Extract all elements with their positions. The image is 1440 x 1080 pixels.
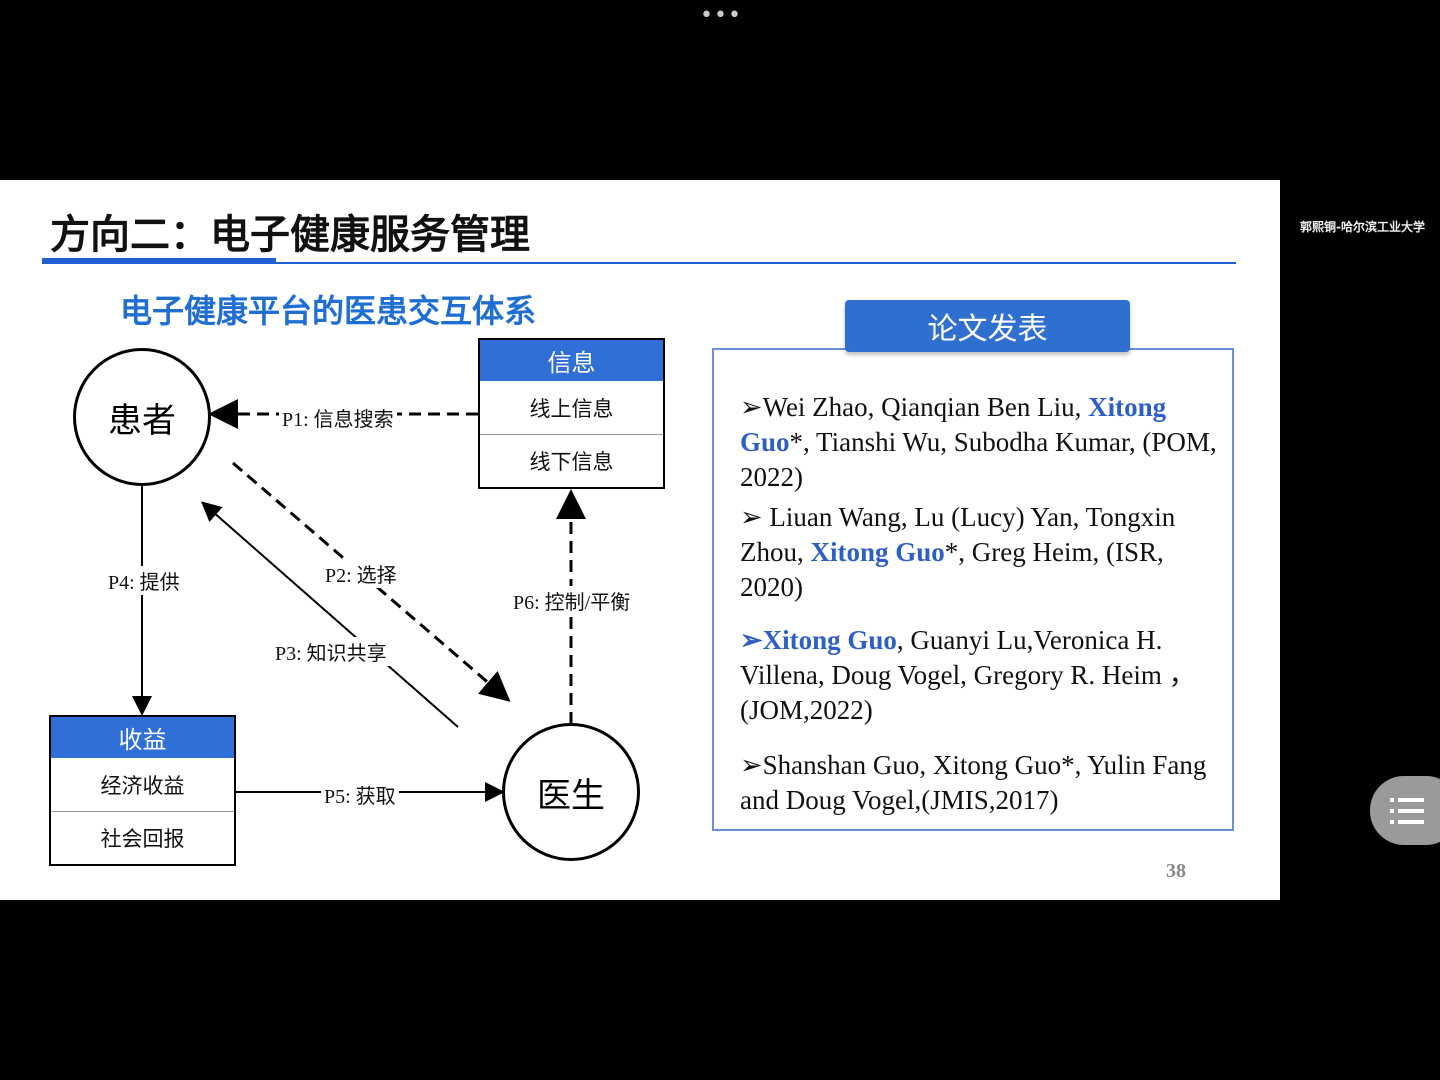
benefit-box: 收益 经济收益 社会回报 — [49, 715, 236, 866]
info-box: 信息 线上信息 线下信息 — [478, 338, 665, 489]
highlighted-author: ➢Xitong Guo — [740, 625, 897, 655]
label-p5: P5: 获取 — [321, 780, 399, 809]
label-p6: P6: 控制/平衡 — [510, 586, 634, 615]
publication-text: *, Tianshi Wu, Subodha Kumar, (POM, 2022… — [740, 427, 1217, 492]
presentation-slide: 方向二：电子健康服务管理 电子健康平台的医患交互体系 患者 医生 信息 线上信息… — [0, 180, 1280, 900]
publication-text: ➢ Liuan Wang, Lu (Lucy) Yan, Tongxin Zho… — [740, 502, 1176, 567]
patient-label: 患者 — [108, 400, 176, 441]
label-p2: P2: 选择 — [322, 559, 400, 588]
publications-header: 论文发表 — [845, 300, 1130, 352]
publication-text: *, Greg Heim, (ISR, 2020) — [740, 537, 1164, 602]
patient-node: 患者 — [73, 348, 211, 486]
list-icon — [1390, 797, 1424, 824]
publication-item: ➢ Liuan Wang, Lu (Lucy) Yan, Tongxin Zho… — [740, 500, 1225, 605]
menu-button[interactable] — [1370, 776, 1440, 845]
page-number: 38 — [1166, 860, 1186, 882]
diagram-title: 电子健康平台的医患交互体系 — [120, 292, 537, 330]
publication-text: ➢Shanshan Guo, Xitong Guo*, Yulin Fang a… — [740, 750, 1207, 815]
arrow-p3 — [200, 501, 459, 728]
info-offline: 线下信息 — [480, 434, 663, 487]
label-p1: P1: 信息搜索 — [279, 403, 397, 432]
publication-item: ➢Wei Zhao, Qianqian Ben Liu, Xitong Guo*… — [740, 390, 1225, 495]
publication-text: , Guanyi Lu,Veronica H. Villena, Doug Vo… — [740, 625, 1196, 725]
publication-item: ➢Xitong Guo, Guanyi Lu,Veronica H. Ville… — [740, 623, 1225, 728]
benefit-box-header: 收益 — [51, 717, 234, 758]
info-box-header: 信息 — [480, 340, 663, 381]
title-underline-thick — [42, 258, 276, 264]
slide-title: 方向二：电子健康服务管理 — [50, 212, 530, 258]
more-options-icon[interactable]: ••• — [700, 3, 742, 28]
presenter-watermark: 郭熙铜-哈尔滨工业大学 — [1300, 220, 1425, 234]
doctor-node: 医生 — [502, 723, 640, 861]
highlighted-author: Xitong Guo — [810, 537, 945, 567]
info-online: 线上信息 — [529, 396, 614, 421]
label-p4: P4: 提供 — [105, 566, 183, 595]
label-p3: P3: 知识共享 — [272, 637, 390, 666]
publication-item: ➢Shanshan Guo, Xitong Guo*, Yulin Fang a… — [740, 748, 1225, 818]
benefit-social: 社会回报 — [51, 811, 234, 864]
doctor-label: 医生 — [537, 775, 605, 816]
benefit-economic: 经济收益 — [100, 773, 185, 798]
highlighted-author: Xitong Guo — [740, 392, 1167, 457]
title-underline — [42, 262, 1236, 264]
publication-text: ➢Wei Zhao, Qianqian Ben Liu, — [740, 392, 1089, 422]
